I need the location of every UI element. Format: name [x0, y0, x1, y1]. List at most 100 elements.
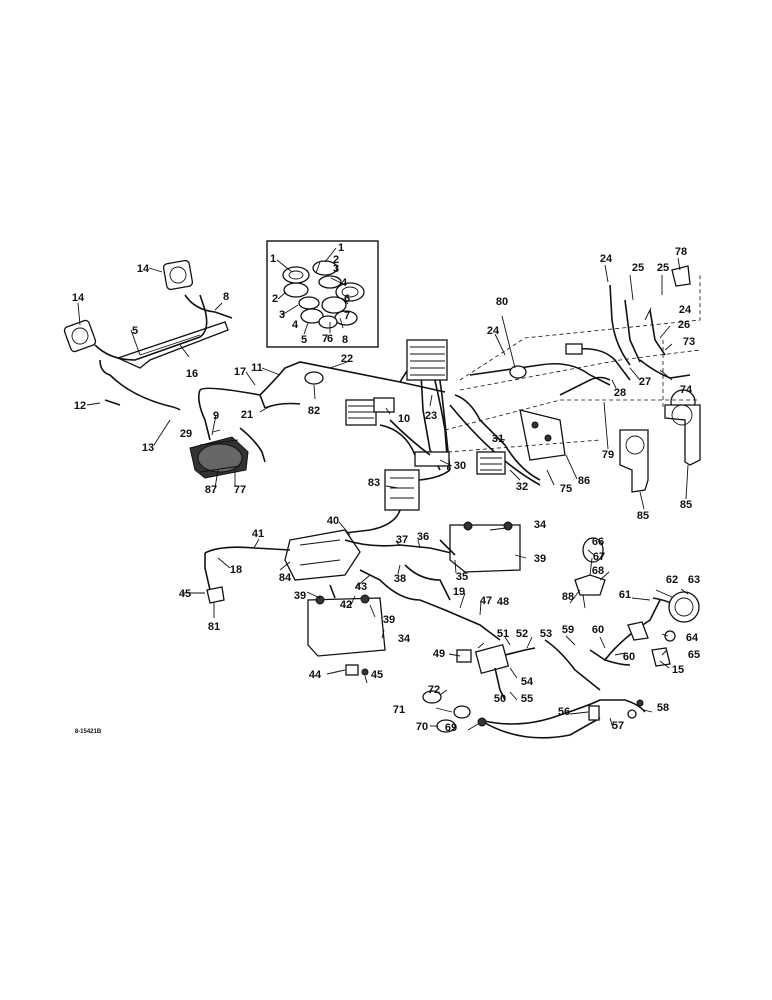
callout-55: 55	[521, 693, 533, 705]
callout-22: 22	[341, 353, 353, 365]
callout-47: 47	[480, 595, 492, 607]
callout-61: 61	[619, 589, 631, 601]
callout-84: 84	[279, 572, 292, 584]
callout-18: 18	[230, 564, 242, 576]
callout-23: 23	[425, 410, 437, 422]
callout-8: 8	[223, 291, 229, 303]
callout-13: 13	[142, 442, 154, 454]
callout-88: 88	[562, 591, 574, 603]
callout-28: 28	[614, 387, 626, 399]
callout-12: 12	[74, 400, 86, 412]
part-illustrations	[63, 240, 701, 739]
callout-41: 41	[252, 528, 264, 540]
callout-10: 10	[398, 413, 410, 425]
callout-3: 3	[333, 263, 339, 275]
callout-39: 39	[383, 614, 395, 626]
battery-lower	[307, 594, 386, 657]
callout-80: 80	[496, 296, 508, 308]
callout-2: 2	[333, 254, 339, 266]
figure-reference: 8-15421B	[75, 729, 102, 735]
head-lamp-left	[63, 259, 194, 353]
callout-83: 83	[368, 477, 380, 489]
callout-49: 49	[433, 648, 445, 660]
callout-17: 17	[234, 366, 246, 378]
leader-lines	[77, 247, 689, 731]
callout-52: 52	[516, 628, 528, 640]
callout-37: 37	[396, 534, 408, 546]
starter-motor	[189, 436, 249, 479]
callout-57: 57	[612, 720, 624, 732]
callout-68: 68	[592, 565, 604, 577]
callout-26: 26	[678, 319, 690, 331]
callout-75: 75	[560, 483, 572, 495]
callout-25: 25	[657, 262, 669, 274]
callout-48: 48	[497, 596, 509, 608]
callout-34: 34	[534, 519, 547, 531]
callout-15: 15	[672, 664, 684, 676]
callout-73: 73	[683, 336, 695, 348]
callout-5: 5	[132, 325, 138, 337]
callout-60: 60	[623, 651, 635, 663]
callout-44: 44	[309, 669, 322, 681]
callout-1: 1	[338, 242, 344, 254]
callout-21: 21	[241, 409, 253, 421]
callout-2: 2	[272, 293, 278, 305]
callout-59: 59	[562, 624, 574, 636]
callout-45: 45	[179, 588, 191, 600]
callout-71: 71	[393, 704, 405, 716]
callout-42: 42	[340, 599, 352, 611]
callout-32: 32	[516, 481, 528, 493]
callout-9: 9	[213, 410, 219, 422]
callout-5: 5	[301, 334, 307, 346]
alternator	[284, 529, 361, 581]
callout-7: 7	[344, 310, 350, 322]
callout-4: 4	[292, 319, 299, 331]
callout-25: 25	[632, 262, 644, 274]
callout-85: 85	[680, 499, 692, 511]
regulator	[384, 469, 420, 511]
callout-6: 6	[344, 293, 350, 305]
callout-24: 24	[600, 253, 613, 265]
callout-77: 77	[234, 484, 246, 496]
callout-24: 24	[679, 304, 692, 316]
callout-1: 1	[270, 253, 276, 265]
multi-connector	[406, 339, 448, 381]
callout-67: 67	[593, 551, 605, 563]
callout-78: 78	[675, 246, 687, 258]
callout-72: 72	[428, 684, 440, 696]
callout-3: 3	[279, 309, 285, 321]
callout-31: 31	[492, 433, 504, 445]
callout-69: 69	[445, 722, 457, 734]
callout-87: 87	[205, 484, 217, 496]
callout-39: 39	[294, 590, 306, 602]
callout-4: 4	[341, 277, 348, 289]
switch-panel	[519, 409, 566, 461]
callout-6: 6	[327, 333, 333, 345]
callout-74: 74	[680, 384, 693, 396]
callout-30: 30	[454, 460, 466, 472]
callout-50: 50	[494, 693, 506, 705]
callout-64: 64	[686, 632, 699, 644]
callout-66: 66	[592, 536, 604, 548]
callout-51: 51	[497, 628, 509, 640]
callout-53: 53	[540, 628, 552, 640]
callout-81: 81	[208, 621, 220, 633]
callout-27: 27	[639, 376, 651, 388]
callout-29: 29	[180, 428, 192, 440]
connector-32	[476, 451, 506, 475]
callout-63: 63	[688, 574, 700, 586]
callout-70: 70	[416, 721, 428, 733]
callout-82: 82	[308, 405, 320, 417]
callout-54: 54	[521, 676, 534, 688]
battery-upper	[449, 521, 521, 573]
callout-24: 24	[487, 325, 500, 337]
callout-60: 60	[592, 624, 604, 636]
callout-39: 39	[534, 553, 546, 565]
callout-58: 58	[657, 702, 669, 714]
callout-86: 86	[578, 475, 590, 487]
callout-40: 40	[327, 515, 339, 527]
callout-79: 79	[602, 449, 614, 461]
callout-8: 8	[342, 334, 348, 346]
